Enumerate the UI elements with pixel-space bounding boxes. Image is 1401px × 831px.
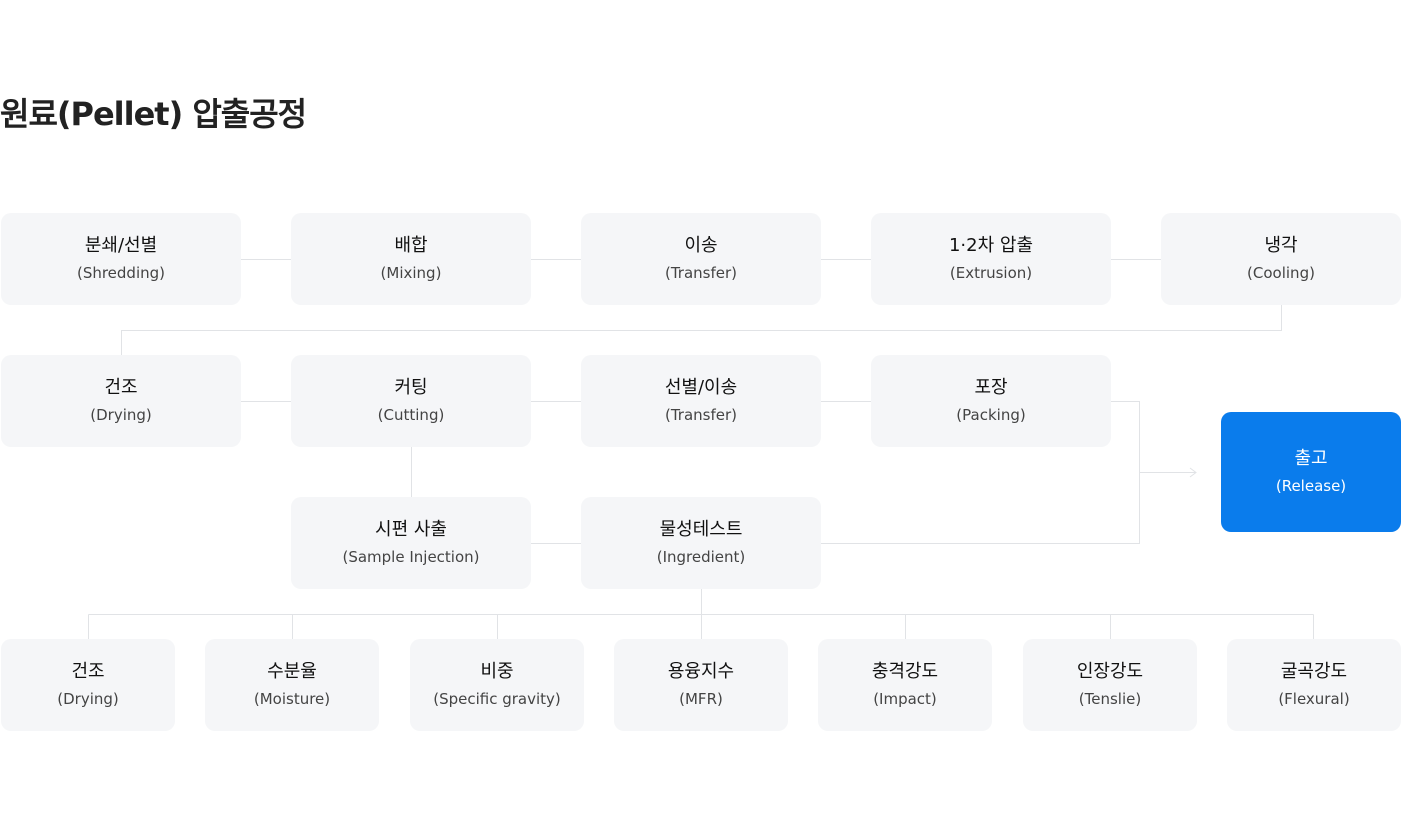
step-drying: 건조 (Drying) [1,355,241,447]
step-label: 물성테스트 [659,519,743,540]
test-flexural: 굴곡강도 (Flexural) [1227,639,1401,731]
arrow-head-icon [1189,467,1197,478]
test-label: 용융지수 [667,661,735,682]
step-label: 시편 사출 [375,519,447,540]
test-mfr: 용융지수 (MFR) [614,639,788,731]
step-sublabel: (Cutting) [377,406,445,424]
step-label: 선별/이송 [664,377,738,398]
step-sublabel: (Release) [1275,477,1347,495]
step-extrusion: 1·2차 압출 (Extrusion) [871,213,1111,305]
step-label: 포장 [974,377,1008,398]
test-label: 인장강도 [1076,661,1144,682]
test-label: 충격강도 [871,661,939,682]
test-specific-gravity: 비중 (Specific gravity) [410,639,584,731]
step-label: 배합 [394,235,428,256]
step-sublabel: (Cooling) [1247,264,1315,282]
step-sublabel: (Sample Injection) [342,548,480,566]
step-cooling: 냉각 (Cooling) [1161,213,1401,305]
test-tensile: 인장강도 (Tenslie) [1023,639,1197,731]
step-release: 출고 (Release) [1221,412,1401,532]
step-sublabel: (Transfer) [664,264,738,282]
step-transfer: 이송 (Transfer) [581,213,821,305]
test-label: 비중 [480,661,514,682]
test-impact: 충격강도 (Impact) [818,639,992,731]
page-title: 원료(Pellet) 압출공정 [0,95,307,133]
test-label: 굴곡강도 [1280,661,1348,682]
step-sublabel: (Drying) [90,406,152,424]
test-sublabel: (Moisture) [253,690,331,708]
step-property-test: 물성테스트 (Ingredient) [581,497,821,589]
step-mixing: 배합 (Mixing) [291,213,531,305]
step-label: 커팅 [394,377,428,398]
step-label: 건조 [104,377,138,398]
step-sublabel: (Ingredient) [656,548,746,566]
test-sublabel: (Flexural) [1278,690,1350,708]
test-sublabel: (MFR) [679,690,723,708]
step-sample-injection: 시편 사출 (Sample Injection) [291,497,531,589]
test-label: 수분율 [267,661,317,682]
step-label: 출고 [1294,448,1328,469]
step-shredding: 분쇄/선별 (Shredding) [1,213,241,305]
test-sublabel: (Impact) [873,690,937,708]
step-sublabel: (Transfer) [664,406,738,424]
test-sublabel: (Drying) [57,690,119,708]
connector-line [121,305,1282,355]
step-sublabel: (Mixing) [380,264,442,282]
step-sublabel: (Extrusion) [949,264,1033,282]
test-drying: 건조 (Drying) [1,639,175,731]
test-label: 건조 [71,661,105,682]
step-sorting-transfer: 선별/이송 (Transfer) [581,355,821,447]
test-sublabel: (Specific gravity) [433,690,561,708]
step-label: 이송 [684,235,718,256]
step-packing: 포장 (Packing) [871,355,1111,447]
test-sublabel: (Tenslie) [1078,690,1142,708]
step-cutting: 커팅 (Cutting) [291,355,531,447]
step-sublabel: (Packing) [956,406,1026,424]
step-sublabel: (Shredding) [76,264,166,282]
test-moisture: 수분율 (Moisture) [205,639,379,731]
step-label: 분쇄/선별 [84,235,158,256]
step-label: 1·2차 압출 [948,235,1034,256]
step-label: 냉각 [1264,235,1298,256]
